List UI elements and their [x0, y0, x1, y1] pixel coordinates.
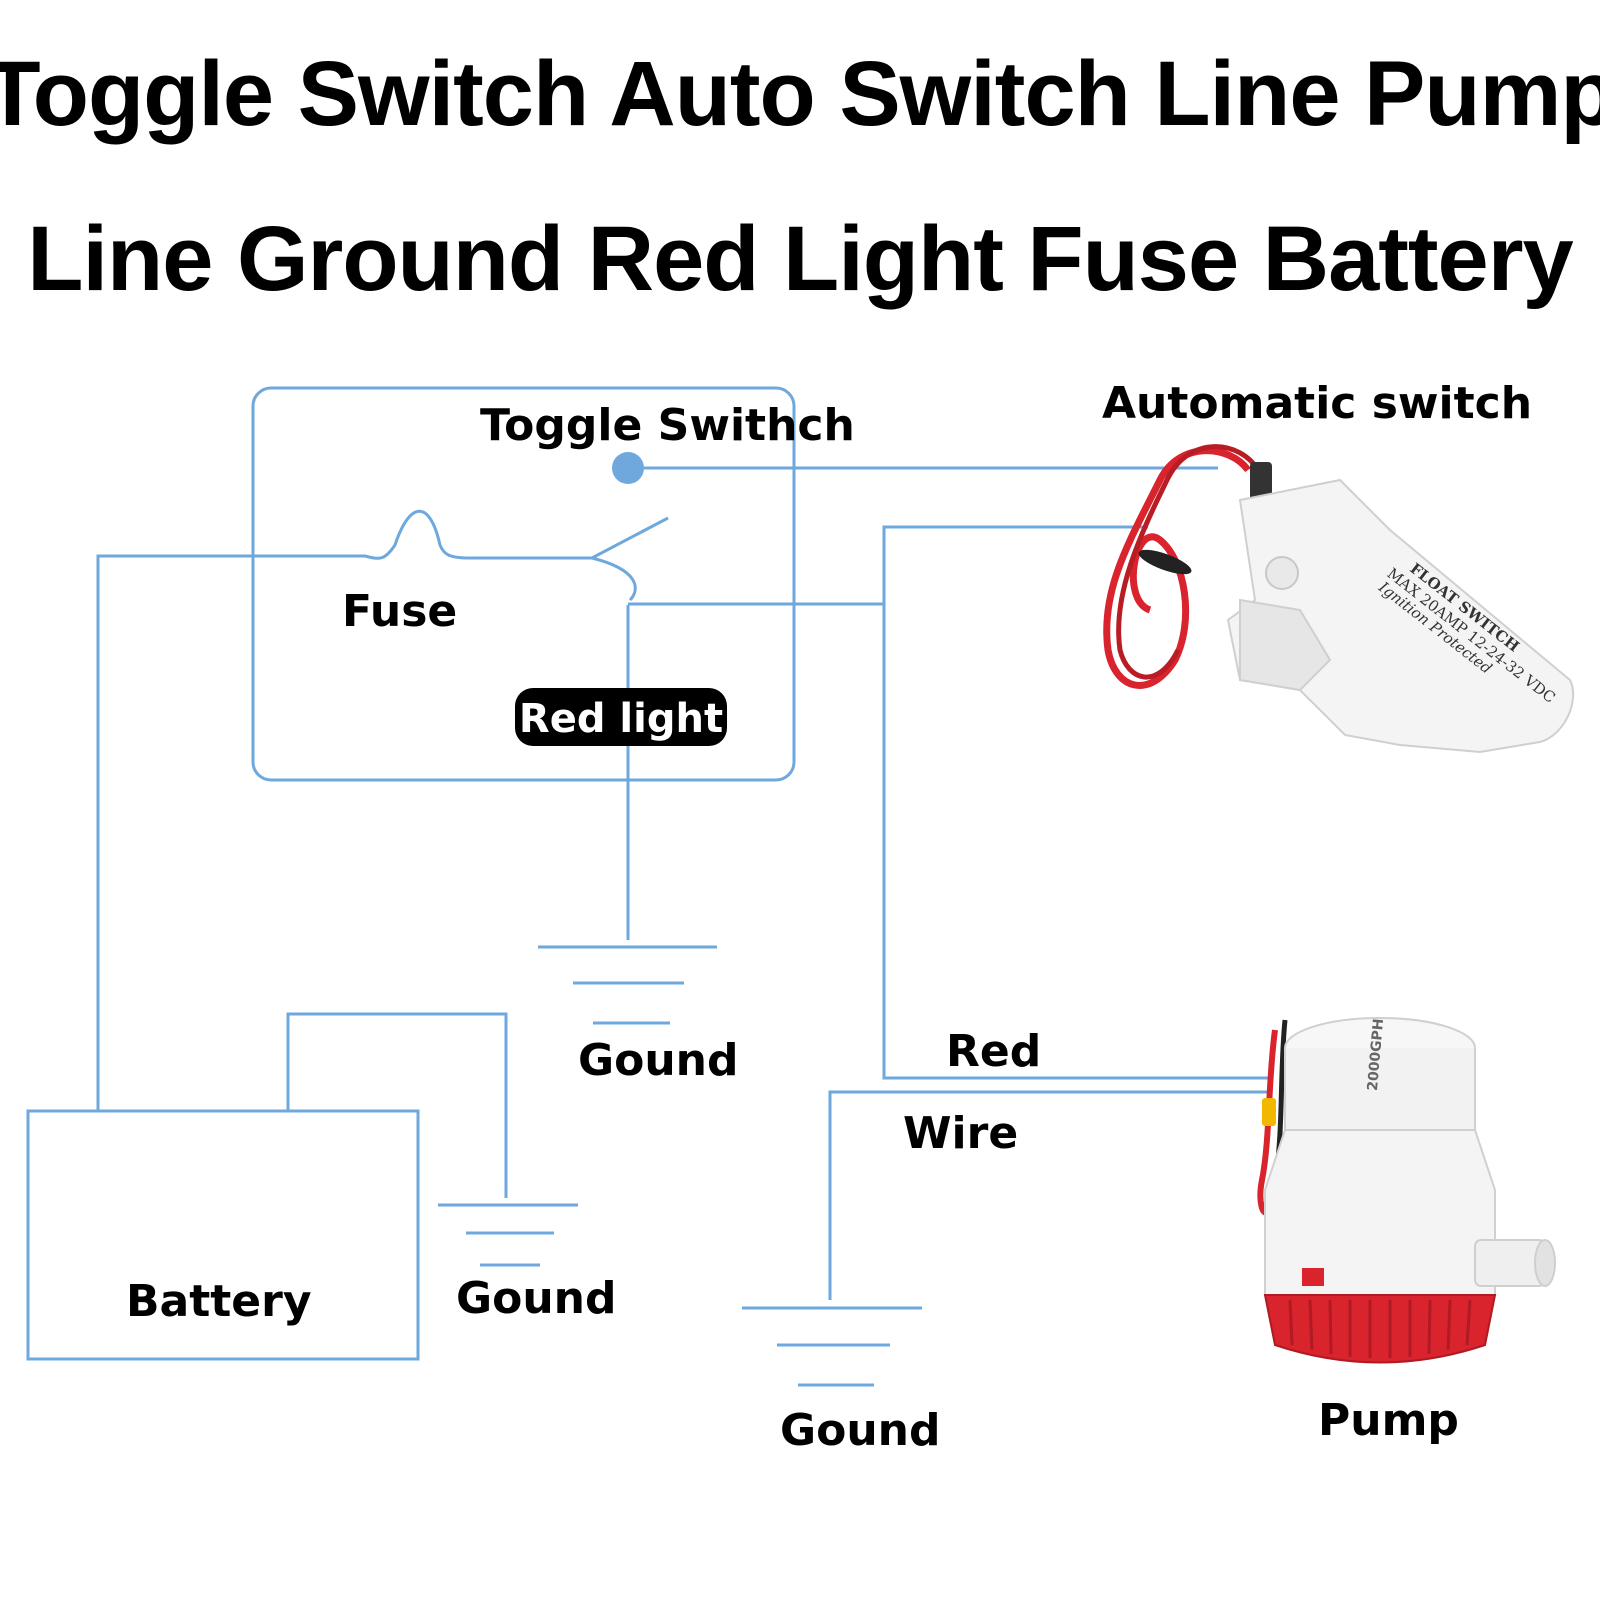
toggle-switch-label: Toggle Swithch: [480, 400, 855, 451]
automatic-switch-label: Automatic switch: [1102, 378, 1532, 429]
red-wire-label: Red: [946, 1026, 1041, 1077]
wire-battery-to-ground: [286, 1012, 508, 1198]
battery-label: Battery: [126, 1276, 312, 1327]
wire-label: Wire: [903, 1108, 1018, 1159]
switch-pivot-arc: [591, 556, 637, 602]
toggle-switch-terminal: [612, 452, 644, 484]
ground-label-pump: Gound: [780, 1405, 941, 1456]
wire-auto-switch-to-pump: [882, 525, 1272, 1080]
wire-pump-to-ground: [828, 1090, 1272, 1300]
bilge-pump-image: 2000GPH: [1257, 1017, 1556, 1364]
ground-symbol-top: [538, 945, 717, 1025]
red-light-label: Red light: [519, 696, 723, 742]
battery-box: [26, 1109, 420, 1361]
wire-battery-fuse-switch: [96, 510, 669, 1110]
ground-symbol-battery: [438, 1203, 578, 1267]
red-light-badge: Red light: [515, 688, 727, 746]
pump-label: Pump: [1318, 1395, 1459, 1446]
ground-label-top: Gound: [578, 1035, 739, 1086]
ground-symbol-pump: [742, 1306, 922, 1387]
title-line-1: Toggle Switch Auto Switch Line Pump: [0, 43, 1600, 145]
float-switch-image: FLOAT SWITCH MAX 20AMP 12-24-32 VDC Igni…: [1103, 444, 1575, 754]
fuse-label: Fuse: [342, 586, 457, 637]
pump-rating-text: 2000GPH: [1365, 1018, 1387, 1092]
toggle-switch-panel: [251, 386, 796, 782]
ground-label-battery: Gound: [456, 1273, 617, 1324]
title-line-2: Line Ground Red Light Fuse Battery: [27, 208, 1573, 310]
